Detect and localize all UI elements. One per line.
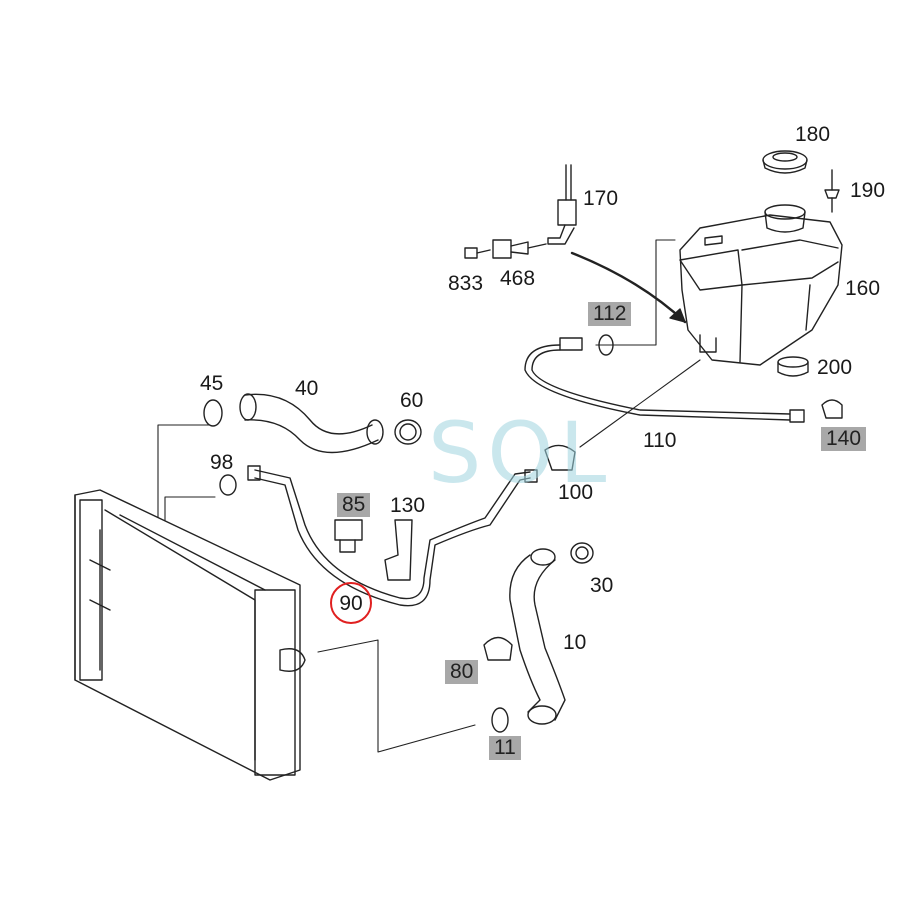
callout-80: 80 bbox=[445, 660, 479, 684]
callout-90: 90 bbox=[330, 582, 372, 624]
clip-80 bbox=[483, 636, 513, 661]
callout-200: 200 bbox=[817, 356, 853, 379]
callout-190: 190 bbox=[850, 179, 886, 202]
callout-100: 100 bbox=[558, 481, 594, 504]
clamp-30 bbox=[570, 542, 594, 564]
cap-180 bbox=[762, 150, 808, 174]
callout-160: 160 bbox=[845, 277, 881, 300]
hose-40 bbox=[239, 393, 384, 454]
pipe-90 bbox=[247, 465, 538, 607]
callout-40: 40 bbox=[295, 377, 319, 400]
callout-130: 130 bbox=[390, 494, 426, 517]
callout-98: 98 bbox=[210, 451, 234, 474]
callout-60: 60 bbox=[400, 389, 424, 412]
leader-lines bbox=[157, 239, 701, 753]
ring-112 bbox=[598, 334, 614, 356]
connector-468 bbox=[492, 239, 547, 259]
callout-110: 110 bbox=[643, 429, 677, 452]
callout-833: 833 bbox=[448, 272, 484, 295]
clamp-100 bbox=[544, 444, 576, 471]
callout-30: 30 bbox=[590, 574, 614, 597]
ring-45 bbox=[203, 399, 223, 427]
callout-85: 85 bbox=[337, 493, 371, 517]
watermark: SOL bbox=[428, 404, 613, 502]
clip-833 bbox=[464, 247, 491, 259]
callout-170: 170 bbox=[583, 187, 619, 210]
mount-200 bbox=[777, 356, 809, 377]
hose-10 bbox=[509, 548, 566, 725]
clamp-140 bbox=[821, 399, 843, 419]
callout-11: 11 bbox=[489, 736, 521, 760]
ring-98 bbox=[219, 474, 237, 496]
expansion-tank bbox=[679, 204, 843, 366]
ring-11 bbox=[491, 707, 509, 733]
sensor-170 bbox=[547, 164, 577, 245]
callout-10: 10 bbox=[563, 631, 587, 654]
callout-180: 180 bbox=[795, 123, 831, 146]
callout-468: 468 bbox=[500, 267, 536, 290]
clamp-60 bbox=[394, 419, 422, 445]
callout-112: 112 bbox=[588, 302, 632, 326]
hose-110 bbox=[524, 337, 805, 423]
callout-45: 45 bbox=[200, 372, 224, 395]
callout-140: 140 bbox=[821, 427, 867, 451]
screw-190 bbox=[824, 169, 840, 213]
radiator bbox=[74, 489, 306, 781]
clip-85 bbox=[334, 519, 363, 553]
bracket-130 bbox=[384, 519, 413, 581]
arrow-head bbox=[669, 308, 686, 323]
